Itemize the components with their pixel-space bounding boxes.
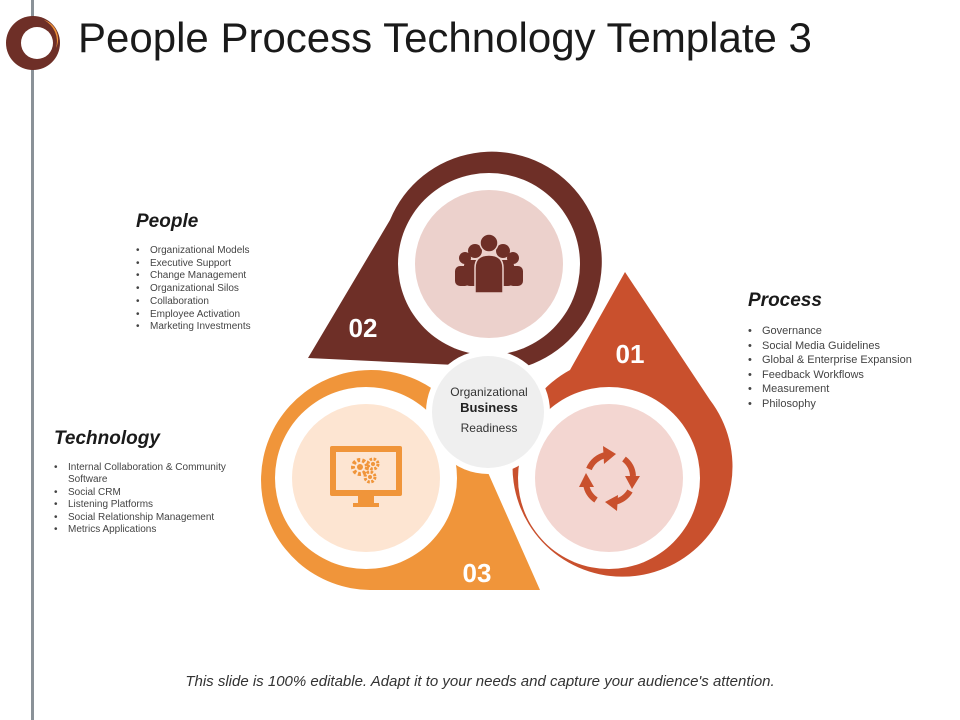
technology-list: Internal Collaboration & Community Softw… (54, 462, 238, 537)
technology-heading: Technology (54, 428, 160, 449)
group-icon (455, 233, 523, 294)
list-item: Metrics Applications (54, 524, 238, 537)
list-item: Social Media Guidelines (748, 339, 912, 354)
people-heading: People (136, 211, 199, 232)
left-vertical-rule (31, 0, 34, 720)
people-block: People Organizational Models Executive S… (136, 211, 251, 334)
technology-number: 03 (463, 558, 492, 588)
center-line-1: Organizational (450, 385, 527, 399)
list-item: Organizational Silos (136, 283, 251, 296)
list-item: Internal Collaboration & Community Softw… (54, 462, 238, 487)
ring-logo-icon (6, 16, 60, 70)
people-number: 02 (349, 313, 378, 343)
list-item: Philosophy (748, 397, 912, 412)
list-item: Organizational Models (136, 245, 251, 258)
center-line-3: Readiness (461, 421, 518, 435)
center-circle (432, 356, 544, 468)
process-circle (535, 404, 683, 552)
technology-block: Technology Internal Collaboration & Comm… (54, 428, 238, 537)
list-item: Employee Activation (136, 309, 251, 322)
list-item: Marketing Investments (136, 321, 251, 334)
list-item: Listening Platforms (54, 499, 238, 512)
process-number: 01 (616, 339, 645, 369)
list-item: Governance (748, 324, 912, 339)
list-item: Collaboration (136, 296, 251, 309)
list-item: Global & Enterprise Expansion (748, 353, 912, 368)
center-line-2: Business (460, 400, 518, 415)
list-item: Executive Support (136, 258, 251, 271)
list-item: Social CRM (54, 487, 238, 500)
list-item: Social Relationship Management (54, 512, 238, 525)
monitor-gears-icon (330, 446, 402, 507)
list-item: Feedback Workflows (748, 368, 912, 383)
process-heading: Process (748, 290, 822, 311)
list-item: Measurement (748, 382, 912, 397)
page-title: People Process Technology Template 3 (78, 14, 812, 61)
cycle-arrows-icon (579, 446, 640, 511)
footer-note: This slide is 100% editable. Adapt it to… (185, 673, 775, 690)
people-list: Organizational Models Executive Support … (136, 245, 251, 334)
process-list: Governance Social Media Guidelines Globa… (748, 324, 912, 411)
list-item: Change Management (136, 270, 251, 283)
process-block: Process Governance Social Media Guidelin… (748, 290, 912, 411)
